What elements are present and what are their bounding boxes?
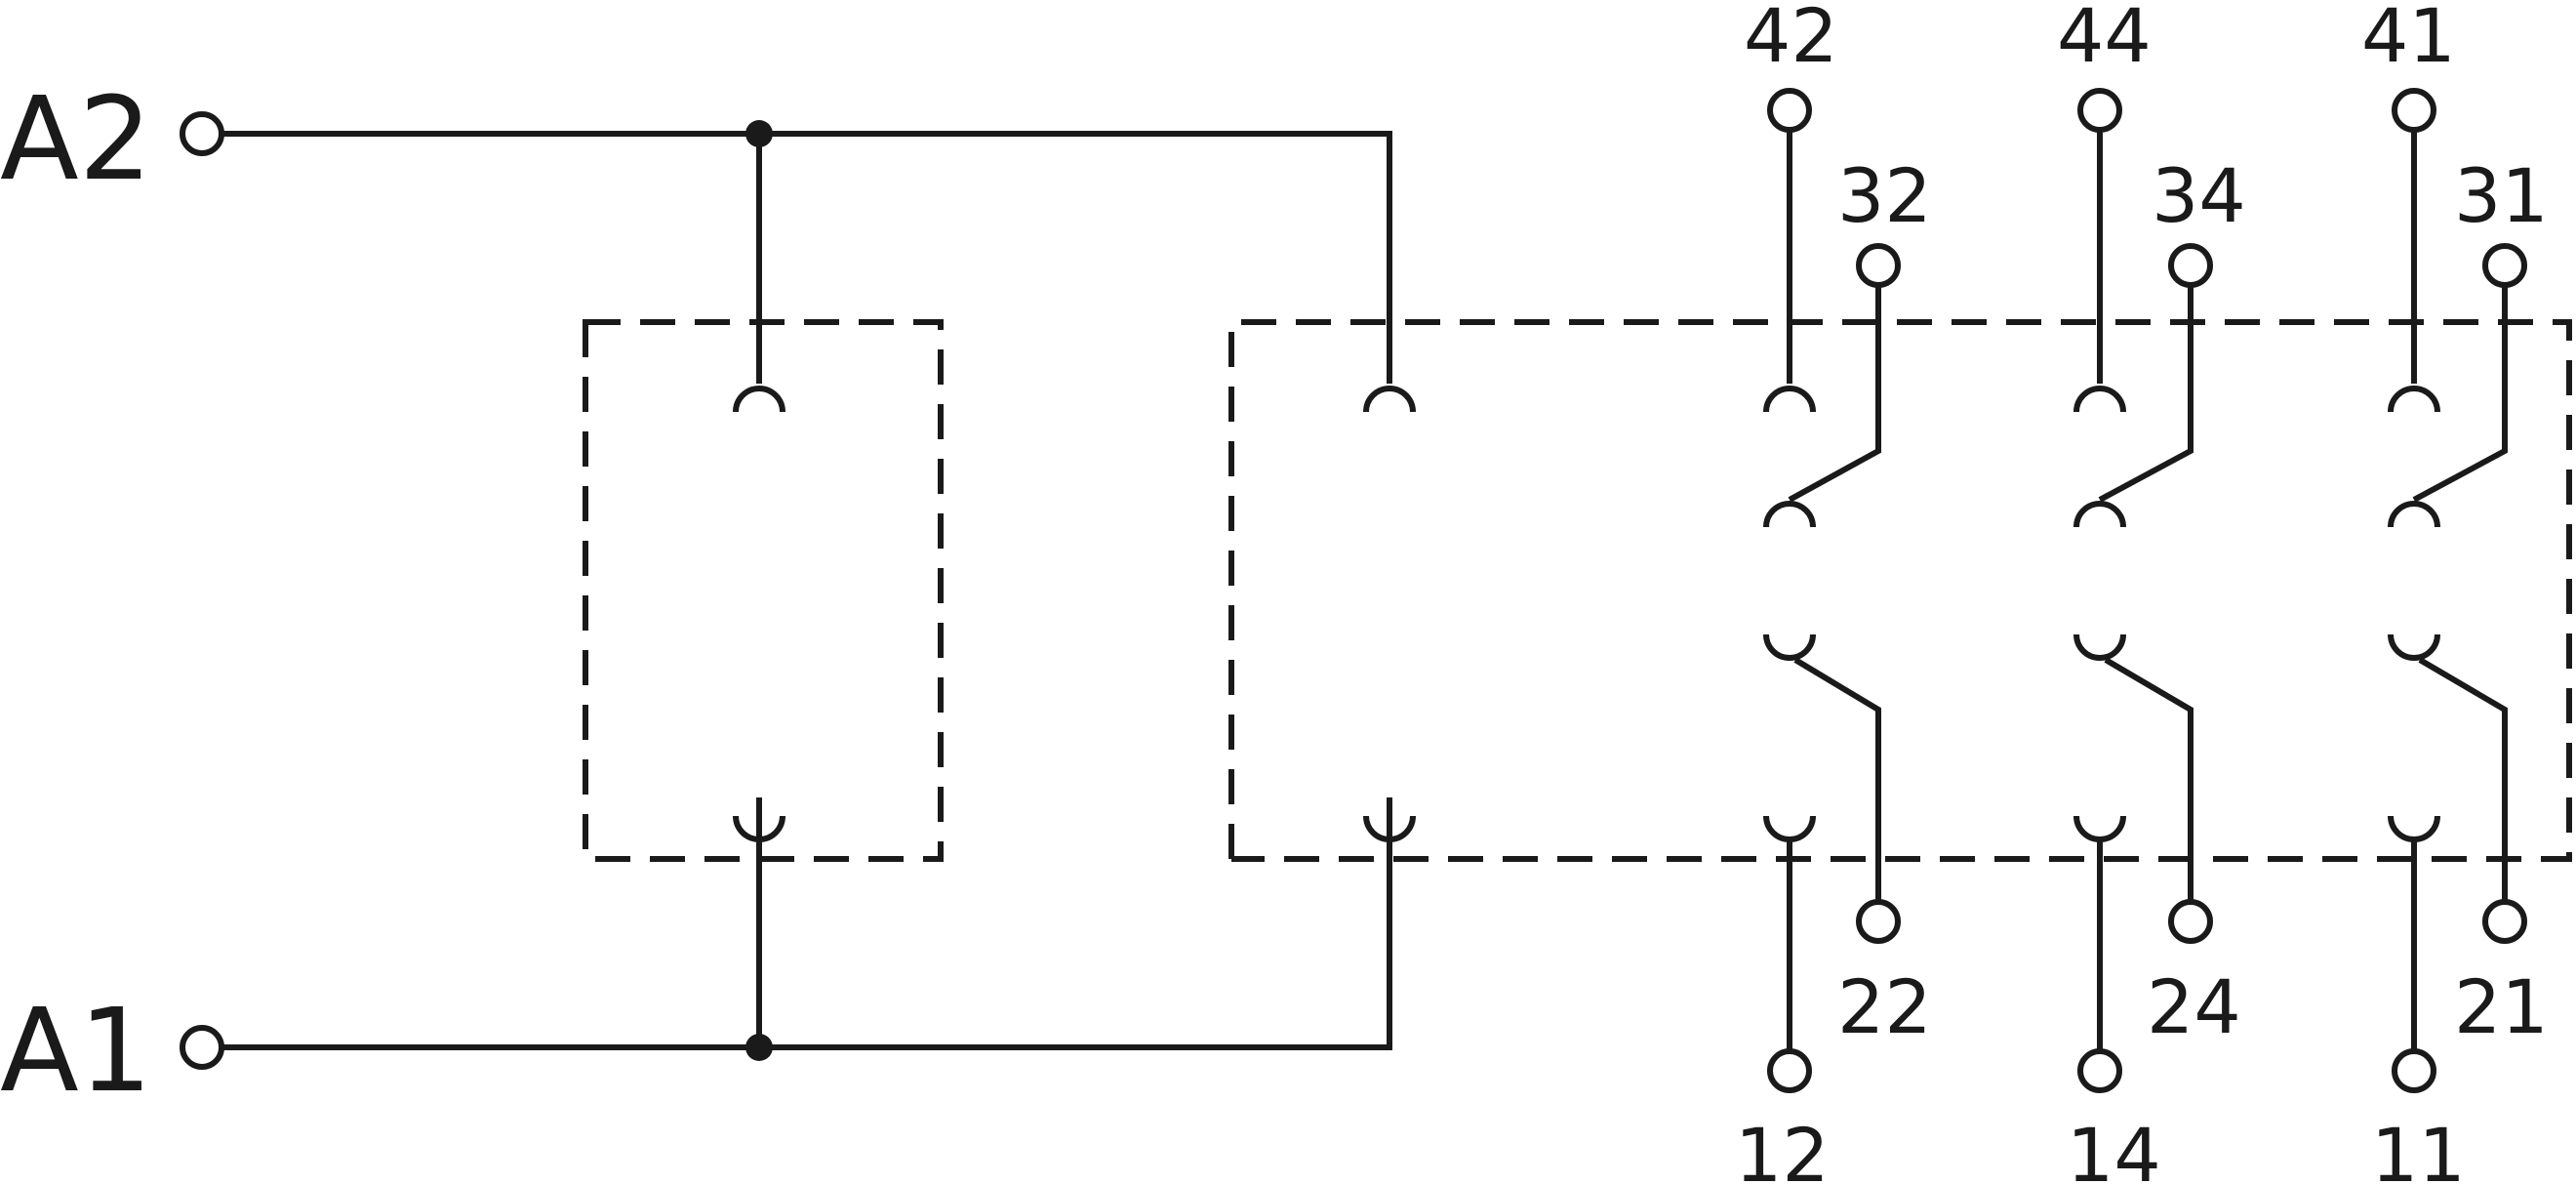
terminal-label: 32 [1837,152,1932,239]
contact-arc [1763,815,1816,842]
terminal-label: 41 [2361,0,2456,79]
terminal-label: 12 [1735,1112,1830,1184]
terminal-label: 34 [2152,152,2246,239]
terminal-label: 31 [2454,152,2549,239]
contact-group-3: 41 31 21 11 [2361,0,2549,1184]
terminal [2482,243,2527,288]
switch-blade-upper [1788,285,1881,503]
contact-arc [1763,501,1816,528]
contact-arc [2388,386,2440,413]
contact-linkage-frame [1228,319,2572,862]
terminal [2077,1048,2122,1093]
terminal [1856,243,1901,288]
coil2-lower-contact-arc [1363,815,1416,842]
terminal-label-a2: A2 [0,71,152,206]
terminal [2392,1048,2436,1093]
terminal-label: 44 [2057,0,2152,79]
switch-blade-upper [2098,285,2194,503]
contact-group-1: 42 32 22 12 [1735,0,1932,1184]
terminal-a2 [180,111,224,156]
coil-block-1 [583,319,944,862]
terminal-label: 11 [2371,1112,2466,1184]
coil1-upper-contact-arc [733,386,785,413]
terminal [2392,88,2436,133]
contact-arc [2388,501,2440,528]
switch-blade-lower [1793,657,1881,902]
terminal [1767,1048,1812,1093]
switch-blade-lower [2104,657,2194,902]
switch-blade-upper [2412,285,2508,503]
terminal-label-a1: A1 [0,983,152,1118]
terminal-a1 [180,1025,224,1070]
coil1-lower-contact-arc [733,815,785,842]
terminal [2168,243,2213,288]
terminal [2168,899,2213,944]
terminal-label: 21 [2454,963,2549,1050]
contact-arc [2073,633,2126,661]
terminal-label: 42 [1744,0,1838,79]
contact-arc [2073,386,2126,413]
terminal [2077,88,2122,133]
terminal-label: 24 [2147,963,2241,1050]
contact-arc [2388,815,2440,842]
contact-arc [2073,815,2126,842]
contact-arc [1763,386,1816,413]
switch-blade-lower [2418,657,2508,902]
terminal [1856,899,1901,944]
coil2-upper-contact-arc [1363,386,1416,413]
a1-bus-wire [221,859,1392,1050]
contact-arc [2073,501,2126,528]
contact-arc [2388,633,2440,661]
contact-arc [1763,633,1816,661]
terminal [2482,899,2527,944]
terminal-label: 14 [2067,1112,2161,1184]
terminal [1767,88,1812,133]
terminal-label: 22 [1837,963,1932,1050]
a2-bus-wire [221,131,1392,322]
contact-group-2: 44 34 24 14 [2057,0,2246,1184]
